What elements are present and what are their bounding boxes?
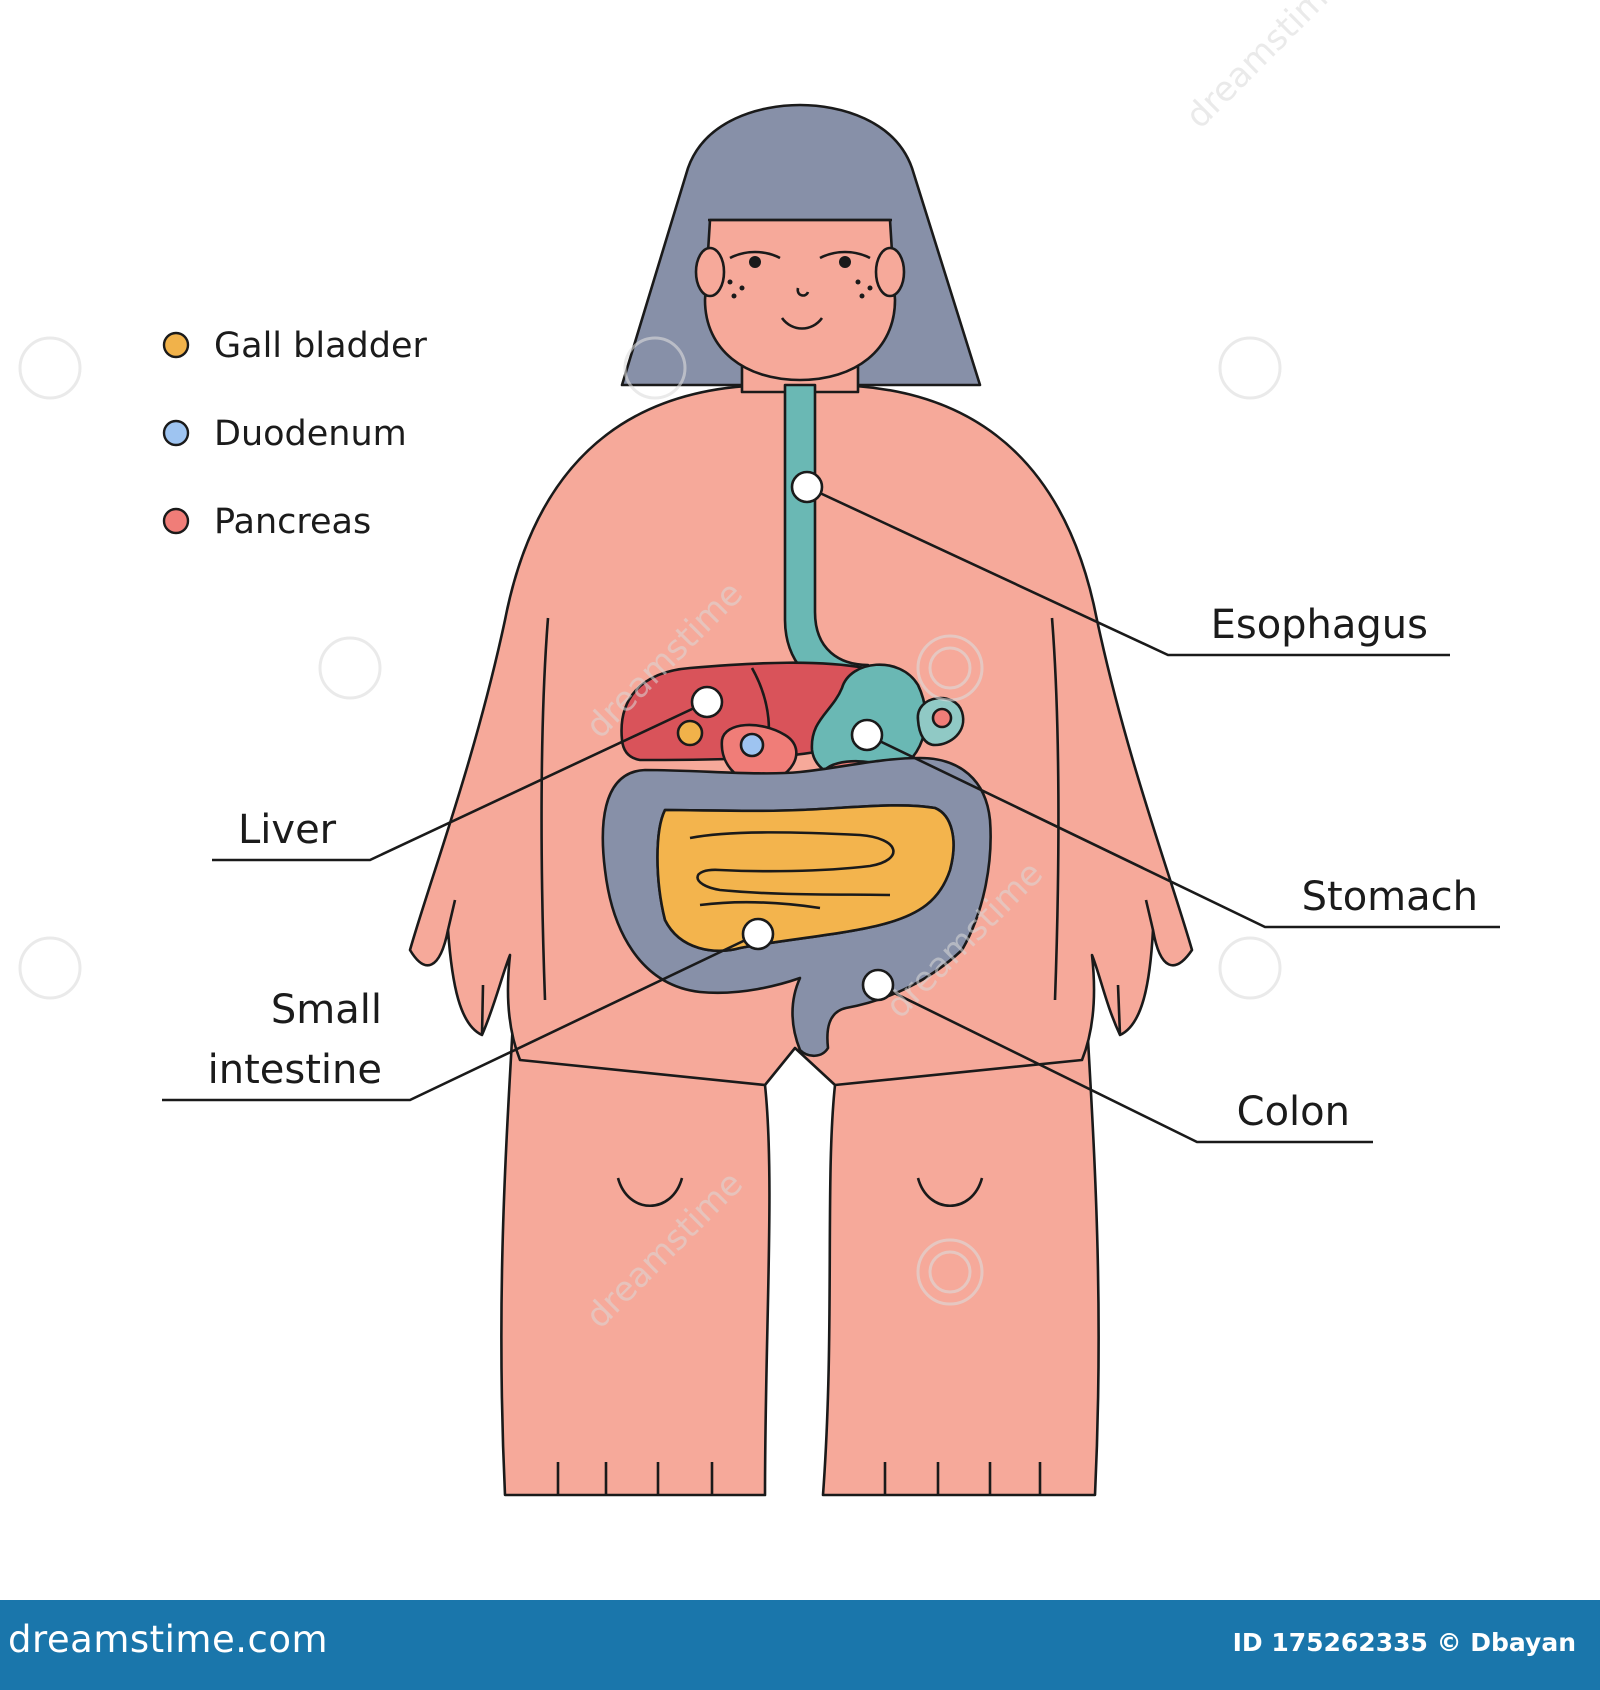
stomach-leader xyxy=(866,733,1500,929)
right-finger-seams xyxy=(1116,899,1155,1036)
esophagus-leader xyxy=(806,485,1450,657)
watermark-swirl-icon xyxy=(1218,936,1282,1000)
liver-leader xyxy=(212,700,708,862)
callout-lines xyxy=(162,485,1500,1144)
left-arm-seam xyxy=(540,617,550,1001)
stomach-label: Stomach xyxy=(1302,874,1478,920)
esophagus-label: Esophagus xyxy=(1211,602,1428,648)
left-toes xyxy=(556,1462,714,1495)
nose xyxy=(796,287,810,297)
footer-image-id: ID 175262335 © Dbayan xyxy=(1232,1628,1576,1657)
left-leg xyxy=(500,983,771,1497)
small-intestine xyxy=(656,804,955,953)
legend-label: Duodenum xyxy=(214,414,407,454)
watermark-swirl-icon xyxy=(18,936,82,1000)
right-knee xyxy=(916,1177,984,1207)
left-eye xyxy=(729,250,781,260)
small-intestine-label-line2: intestine xyxy=(208,1047,382,1093)
gall-bladder xyxy=(676,719,704,747)
left-ear xyxy=(694,246,726,298)
watermark-swirl-icon xyxy=(1218,336,1282,400)
small-intestine-leader xyxy=(162,932,759,1102)
right-leg xyxy=(821,983,1100,1497)
left-pupil xyxy=(749,256,761,268)
head xyxy=(620,103,982,394)
footer-bar: dreamstime.com ID 175262335 © Dbayan xyxy=(0,1600,1600,1690)
legend-swatch xyxy=(162,331,190,359)
watermark-text: dreamstime xyxy=(1178,0,1351,136)
right-ear xyxy=(874,246,906,298)
liver-label: Liver xyxy=(238,807,337,853)
liver-marker[interactable] xyxy=(690,685,724,719)
right-arm-seam xyxy=(1050,617,1060,1001)
esophagus-marker[interactable] xyxy=(790,470,824,504)
colon-marker[interactable] xyxy=(861,968,895,1002)
face xyxy=(703,218,897,382)
markers xyxy=(690,470,895,1002)
accessory-organ-spot xyxy=(931,707,953,729)
freckles xyxy=(727,279,873,299)
right-toes xyxy=(883,1462,1042,1495)
legend-swatch xyxy=(162,419,190,447)
watermark-swirl-icon xyxy=(623,336,687,400)
footer-brand[interactable]: dreamstime.com xyxy=(8,1618,329,1661)
right-eye xyxy=(819,250,871,260)
smile xyxy=(780,317,824,330)
small-intestine-marker[interactable] xyxy=(741,917,775,951)
small-intestine-coils xyxy=(689,831,895,910)
watermark-swirl-icon xyxy=(916,634,984,702)
duodenum xyxy=(739,732,765,758)
watermark-swirl-icon xyxy=(916,1238,984,1306)
organ-labels: Esophagus Stomach Colon Liver Small inte… xyxy=(208,602,1478,1135)
watermark-swirl-icon xyxy=(18,336,82,400)
colon-leader xyxy=(877,983,1373,1144)
left-finger-seams xyxy=(446,899,485,1036)
legend-label: Pancreas xyxy=(214,502,371,542)
stomach-marker[interactable] xyxy=(850,718,884,752)
watermark-swirl-icon xyxy=(318,636,382,700)
small-intestine-label-line1: Small xyxy=(271,987,382,1033)
legend-swatch xyxy=(162,507,190,535)
colon-label: Colon xyxy=(1237,1089,1350,1135)
left-knee xyxy=(616,1177,684,1207)
right-pupil xyxy=(839,256,851,268)
watermark-swirl-icon xyxy=(928,1250,972,1294)
watermark-swirl-icon xyxy=(928,646,972,690)
legend-label: Gall bladder xyxy=(214,326,427,366)
